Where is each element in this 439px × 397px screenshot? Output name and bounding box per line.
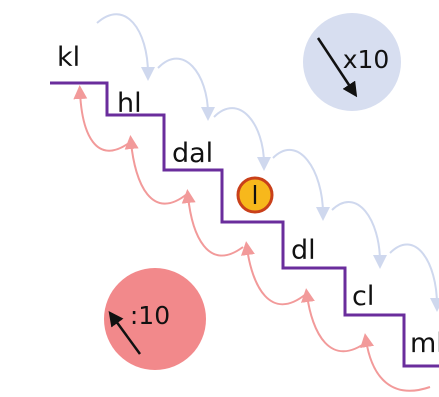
divide-arrow	[360, 333, 431, 392]
divide-arrow	[73, 85, 130, 152]
step-label-l: l	[252, 181, 259, 210]
multiply-arrow	[213, 107, 271, 171]
step-label-cl: cl	[352, 281, 374, 312]
multiply-badge: x10	[303, 13, 401, 111]
highlight-circle	[236, 176, 274, 214]
divide-arrow	[124, 135, 188, 205]
divide-badge-text: :10	[130, 301, 170, 330]
divide-arrow	[241, 241, 307, 306]
multiply-arrow	[272, 149, 330, 221]
divide-arrows	[73, 85, 431, 392]
divide-arrow	[181, 189, 244, 257]
divide-badge-circle	[104, 268, 206, 370]
multiply-badge-text: x10	[343, 45, 390, 74]
multiply-arrow	[157, 57, 215, 121]
step-label-ml: ml	[410, 328, 439, 359]
multiply-arrow	[96, 13, 155, 81]
step-labels: kl hl dal dl cl ml	[57, 42, 439, 359]
step-label-dal: dal	[172, 138, 213, 169]
arrow-down-right-icon	[316, 37, 358, 98]
step-label-hl: hl	[117, 88, 142, 119]
divide-badge: :10	[104, 268, 206, 370]
multiply-arrows	[96, 13, 439, 312]
step-label-kl: kl	[57, 42, 80, 73]
multiply-arrow	[389, 243, 439, 312]
multiply-arrow	[331, 201, 387, 269]
highlighted-unit-liter: l	[236, 176, 274, 214]
staircase-line	[50, 81, 439, 368]
divide-arrow	[301, 288, 369, 353]
arrow-up-left-icon	[108, 310, 142, 355]
step-label-dl: dl	[291, 235, 316, 266]
multiply-badge-circle	[303, 13, 401, 111]
